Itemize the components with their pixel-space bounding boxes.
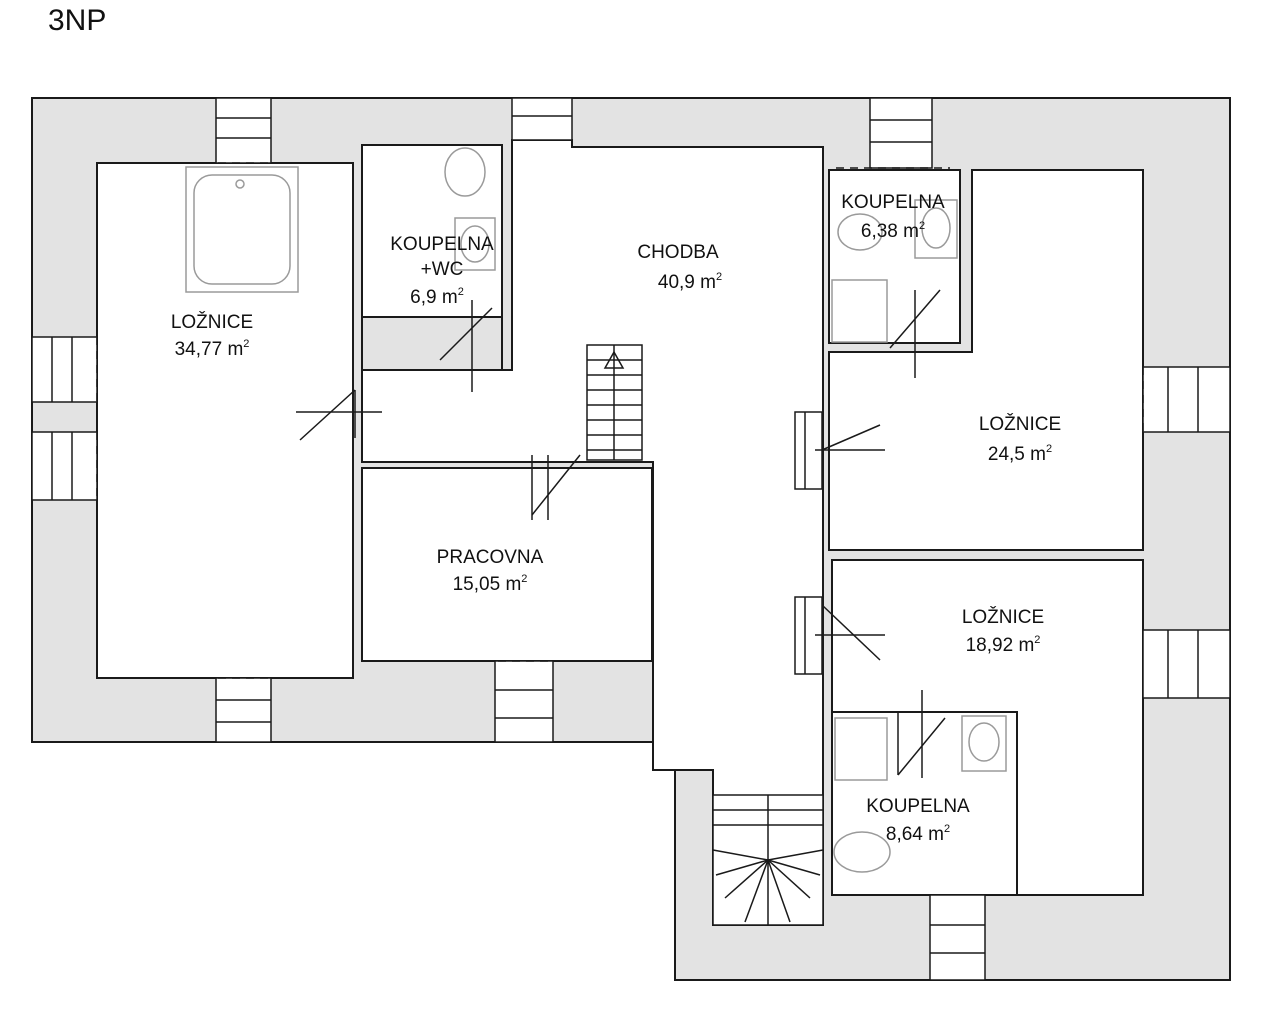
shower-icon	[834, 717, 888, 781]
toilet-icon	[833, 831, 891, 873]
room-loznice-2	[828, 169, 1144, 551]
window-top-1	[190, 97, 300, 164]
room-name: KOUPELNA	[841, 192, 945, 213]
room-area: 6,38 m2	[861, 220, 925, 242]
window-right-1	[1142, 366, 1231, 433]
window-right-2	[1142, 629, 1231, 699]
door-loznice-3	[794, 596, 885, 675]
sink-bowl-icon	[460, 225, 490, 263]
stairs-spiral	[712, 794, 824, 926]
window-top-3	[836, 97, 950, 169]
room-area: 8,64 m2	[886, 823, 950, 845]
room-name: CHODBA	[637, 242, 719, 263]
door-loznice-2	[794, 411, 885, 490]
room-pracovna	[361, 467, 653, 662]
toilet-icon	[837, 213, 883, 251]
sink-bowl-icon	[968, 722, 1000, 762]
bath-drain-icon	[235, 179, 245, 189]
room-area: 40,9 m2	[658, 271, 722, 293]
room-area: 6,9 m2	[410, 286, 464, 308]
doors	[296, 289, 946, 778]
room-name: LOŽNICE	[171, 311, 253, 333]
window-bottom-2	[470, 660, 580, 743]
shower-icon	[831, 279, 888, 343]
window-bottom-3	[929, 894, 986, 981]
toilet-icon	[444, 147, 486, 197]
room-name: LOŽNICE	[979, 413, 1061, 435]
window-top-2	[511, 97, 573, 141]
door-koupelna-wc	[439, 300, 493, 392]
room-area: 34,77 m2	[175, 338, 250, 360]
floor-label: 3NP	[48, 4, 106, 37]
room-name-line2: +WC	[421, 259, 464, 280]
partition-wall	[361, 316, 503, 371]
fixtures	[185, 147, 1007, 873]
door-koupelna-2	[889, 289, 941, 378]
room-area: 24,5 m2	[988, 443, 1052, 465]
door-koupelna-3	[897, 690, 946, 778]
door-pracovna	[531, 454, 581, 520]
windows	[31, 97, 1231, 981]
door-loznice-1	[296, 389, 382, 441]
bathtub-inner-icon	[193, 174, 291, 285]
window-bottom-1	[190, 677, 300, 743]
arrow-up-icon	[603, 350, 625, 369]
room-area: 18,92 m2	[966, 634, 1041, 656]
stairs-up	[586, 344, 643, 461]
room-name: LOŽNICE	[962, 606, 1044, 628]
room-labels: LOŽNICE 34,77 m2 KOUPELNA +WC 6,9 m2 CHO…	[171, 192, 1061, 845]
room-name: KOUPELNA	[866, 796, 970, 817]
room-name: KOUPELNA	[390, 234, 494, 255]
window-left-1	[31, 336, 98, 403]
room-name: PRACOVNA	[437, 547, 544, 568]
window-left-2	[31, 431, 98, 501]
room-area: 15,05 m2	[453, 573, 528, 595]
sink-bowl-icon	[921, 207, 951, 249]
